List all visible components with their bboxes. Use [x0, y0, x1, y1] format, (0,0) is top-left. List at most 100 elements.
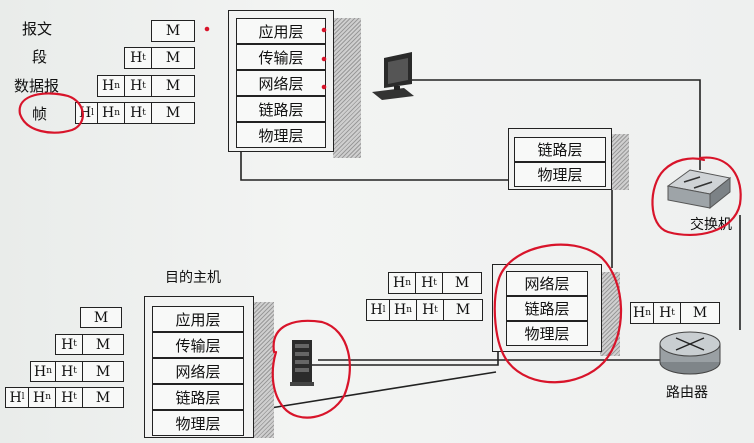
router-layer-network: 网络层 [506, 271, 588, 296]
t-sub: t [73, 339, 77, 349]
h-token: H [130, 78, 143, 94]
t-sub: t [73, 392, 77, 402]
switch-layer-physical: 物理层 [514, 162, 606, 187]
source-frame-M: M [151, 102, 195, 124]
h-token: H [101, 78, 115, 94]
source-layer-physical: 物理层 [236, 122, 326, 148]
n-sub: n [46, 366, 52, 376]
t-sub: t [433, 277, 437, 288]
n-sub: n [114, 80, 120, 91]
label-message: 报文 [22, 20, 53, 38]
n-sub: n [406, 304, 412, 315]
link-computer-to-switch-device [412, 79, 701, 170]
annotation-circle-frame [18, 92, 84, 134]
annotation-circle-router-stack [493, 243, 623, 384]
router-stack-shadow [600, 272, 620, 356]
source-stack-shadow [333, 18, 361, 158]
h-token: H [32, 389, 46, 406]
source-dg-M: M [151, 75, 195, 97]
n-sub: n [405, 277, 411, 288]
n-sub: n [114, 107, 120, 118]
h-token: H [33, 363, 47, 380]
dest-layer-transport: 传输层 [152, 332, 244, 358]
h-token: H [393, 302, 407, 318]
switch-layer-link: 链路层 [514, 137, 606, 162]
source-layer-link: 链路层 [236, 96, 326, 122]
dest-frame-M: M [82, 387, 124, 408]
h-token: H [101, 105, 115, 121]
l-sub: l [21, 392, 25, 402]
link-source-to-switch [240, 150, 508, 181]
h-token: H [659, 305, 672, 321]
switch-stack-shadow [611, 134, 629, 190]
label-datagram: 数据报 [14, 77, 60, 95]
dest-layer-link: 链路层 [152, 384, 244, 410]
t-sub: t [142, 80, 146, 91]
h-token: H [392, 275, 406, 291]
h-token: H [370, 302, 383, 318]
h-token: H [9, 389, 22, 406]
l-sub: l [91, 107, 95, 118]
source-layer-transport: 传输层 [236, 44, 326, 70]
annotation-dot-2 [321, 27, 327, 33]
t-sub: t [142, 52, 146, 63]
router-layer-physical: 物理层 [506, 321, 588, 346]
dest-stack-shadow [252, 302, 274, 438]
h-token: H [130, 105, 143, 121]
dest-dg-M: M [82, 361, 124, 382]
h-token: H [421, 275, 434, 291]
label-segment: 段 [32, 48, 48, 66]
label-frame: 帧 [32, 105, 48, 123]
h-token: H [61, 336, 74, 353]
source-layer-application: 应用层 [236, 18, 326, 44]
dest-layer-physical: 物理层 [152, 410, 244, 436]
t-sub: t [671, 307, 675, 318]
dest-layer-application: 应用层 [152, 306, 244, 332]
t-sub: t [142, 107, 146, 118]
annotation-dot-1 [204, 26, 210, 32]
n-sub: n [645, 307, 651, 318]
source-msg-M: M [151, 20, 195, 42]
h-token: H [632, 305, 646, 321]
source-layer-network: 网络层 [236, 70, 326, 96]
h-token: H [422, 302, 435, 318]
h-token: H [130, 50, 143, 66]
annotation-dot-3 [321, 56, 327, 62]
router-in-M: M [442, 272, 482, 294]
router-out-M: M [680, 302, 720, 324]
annotation-circle-switch [651, 156, 742, 236]
dest-host-label: 目的主机 [165, 270, 221, 286]
router-layer-link: 链路层 [506, 296, 588, 321]
l-sub: l [382, 304, 386, 315]
router-label: 路由器 [666, 385, 708, 401]
dest-seg-M: M [82, 334, 124, 355]
link-dest-to-router [257, 371, 497, 411]
annotation-circle-server [271, 319, 351, 419]
dest-msg-M: M [80, 307, 122, 328]
t-sub: t [434, 304, 438, 315]
h-token: H [61, 389, 74, 406]
annotation-dot-4 [321, 84, 327, 90]
source-seg-M: M [151, 47, 195, 69]
router-frame-M: M [443, 299, 483, 321]
